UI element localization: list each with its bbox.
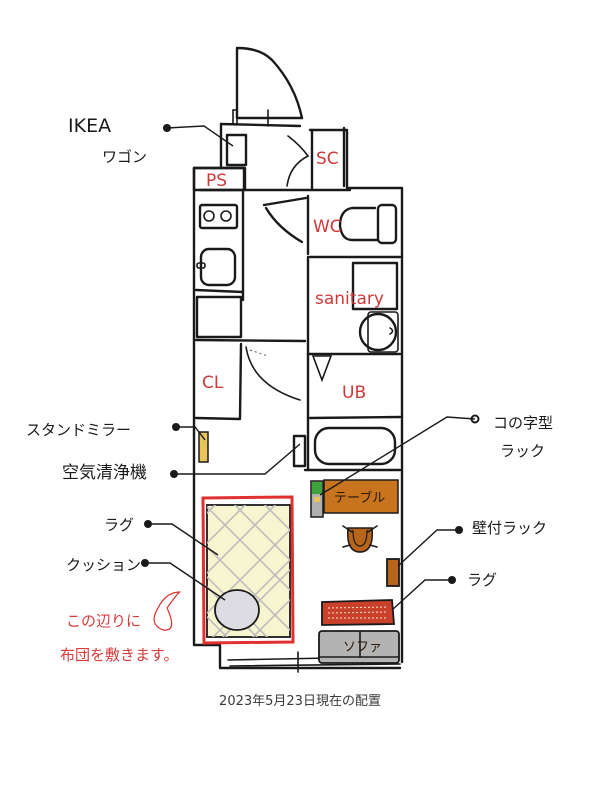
ps-shaft: [192, 166, 246, 192]
callout-u-rack-2: ラック: [500, 442, 545, 460]
sofa-label: ソファ: [343, 640, 382, 655]
closet-door-swing: [245, 346, 301, 401]
room-label-cl: CL: [202, 373, 224, 393]
callout-ikea-wagon: ワゴン: [102, 148, 147, 166]
balcony-threshold: [227, 651, 401, 673]
cushion: [214, 589, 260, 631]
shoe-closet: [286, 126, 346, 190]
red-rug: [321, 599, 395, 626]
callout-cushion: クッション: [66, 556, 141, 574]
toilet-icon: [338, 206, 380, 242]
callout-wall-rack: 壁付ラック: [472, 519, 547, 537]
callout-air-purifier: 空気清浄機: [62, 463, 147, 483]
ikea-wagon: [225, 133, 248, 167]
futon-note-line1: この辺りに: [66, 612, 141, 630]
closet: [194, 338, 307, 421]
corridor-door: [262, 196, 308, 244]
fridge-space: [195, 295, 243, 339]
washing-machine: [351, 261, 399, 311]
kitchen-counter: [194, 190, 245, 339]
washbasin-icon: [358, 312, 398, 352]
entrance-door: [232, 46, 304, 127]
stove-burner-icon: [203, 210, 215, 222]
wc-room: [306, 194, 402, 259]
wall-rack: [386, 558, 400, 587]
plant-icon: [312, 482, 322, 494]
callout-stand-mirror: スタンドミラー: [26, 421, 131, 439]
table-label: テーブル: [334, 490, 385, 506]
stove-burner-icon: [220, 210, 232, 222]
note-pointer: [153, 591, 181, 631]
stand-mirror: [198, 431, 209, 463]
callout-rug-right: ラグ: [467, 571, 497, 589]
room-label-wc: WC: [313, 217, 342, 237]
callout-u-rack: コの字型: [493, 414, 553, 432]
room-label-sc: SC: [316, 149, 339, 169]
bathtub: [313, 426, 397, 466]
air-purifier: [292, 434, 307, 468]
callout-ikea: IKEA: [68, 115, 111, 137]
room-label-ps: PS: [206, 171, 227, 191]
sink: [199, 247, 237, 287]
sofa: [318, 630, 400, 664]
layout-date-caption: 2023年5月23日現在の配置: [219, 694, 381, 709]
room-label-sanitary: sanitary: [315, 289, 384, 309]
room-label-ub: UB: [342, 383, 366, 403]
futon-note-line2: 布団を敷きます。: [60, 646, 179, 664]
callout-leaders: [141, 124, 480, 631]
sanitary-room: [306, 255, 402, 357]
unit-bath: [303, 353, 402, 472]
chair: [342, 525, 378, 553]
callout-rug-left: ラグ: [104, 516, 134, 534]
futon-area-outline: [201, 495, 295, 645]
